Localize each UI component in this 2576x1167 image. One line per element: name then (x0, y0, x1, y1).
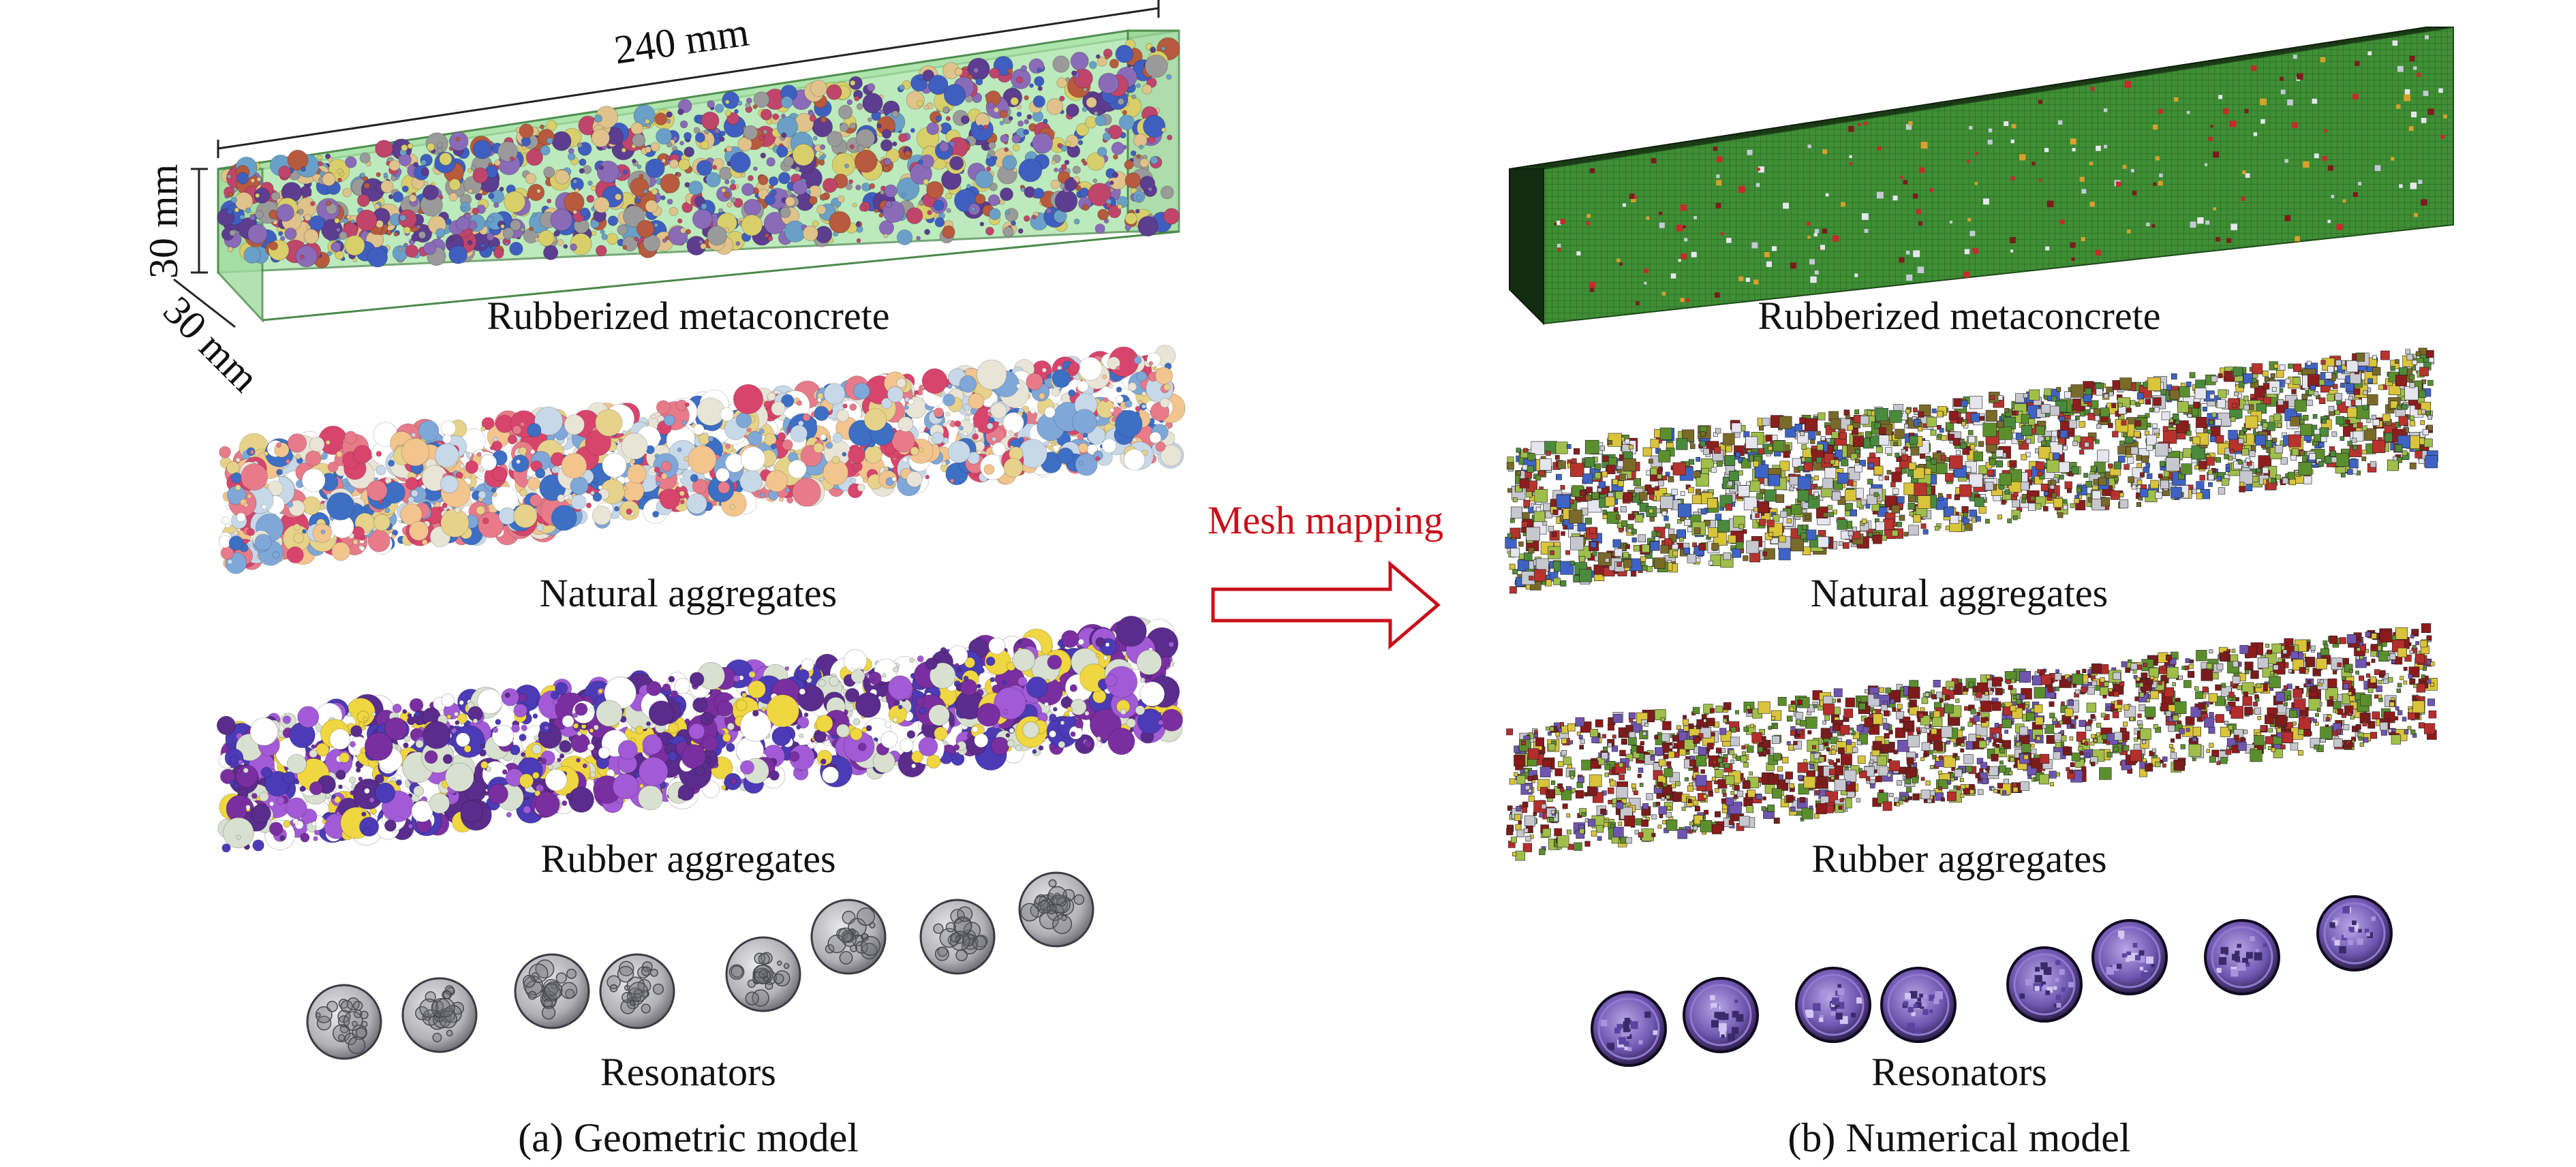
right-beam-front-face (1543, 26, 2454, 325)
right-resonators (1591, 895, 2393, 1067)
dim-line-30-width (173, 278, 236, 328)
left-resonators (306, 871, 1094, 1060)
right-beam-label: Rubberized metaconcrete (1758, 294, 2161, 338)
left-rubber-aggregates (216, 615, 1183, 853)
left-resonators-label: Resonators (600, 1050, 776, 1094)
left-caption: (a) Geometric model (518, 1115, 859, 1160)
arrow-shape (1211, 560, 1441, 650)
left-beam-label: Rubberized metaconcrete (487, 294, 890, 338)
dim-height-label: 30 mm (141, 164, 186, 279)
right-beam-defects (1554, 35, 2447, 306)
left-natural-aggregates (218, 345, 1186, 574)
left-beam-bottom-edge (262, 230, 1180, 322)
dimension-lines (173, 0, 1160, 328)
right-resonators-label: Resonators (1871, 1050, 2047, 1094)
right-natural-aggregates (1505, 347, 2438, 594)
left-natural-label: Natural aggregates (539, 571, 838, 615)
right-rubber-label: Rubber aggregates (1811, 837, 2107, 881)
left-rubber-label: Rubber aggregates (540, 837, 836, 881)
left-beam (217, 29, 1180, 323)
right-beam-end-face (1509, 168, 1544, 326)
mesh-mapping-label: Mesh mapping (1207, 498, 1444, 542)
mesh-mapping-arrow (1211, 560, 1441, 650)
resonator (599, 953, 675, 1029)
right-rubber-aggregates (1506, 623, 2438, 861)
right-beam (1509, 26, 2454, 326)
resonator (810, 899, 887, 975)
dim-line-240 (217, 7, 1159, 150)
left-beam-particles (217, 37, 1180, 268)
right-caption: (b) Numerical model (1788, 1115, 2131, 1160)
right-natural-label: Natural aggregates (1810, 571, 2109, 615)
